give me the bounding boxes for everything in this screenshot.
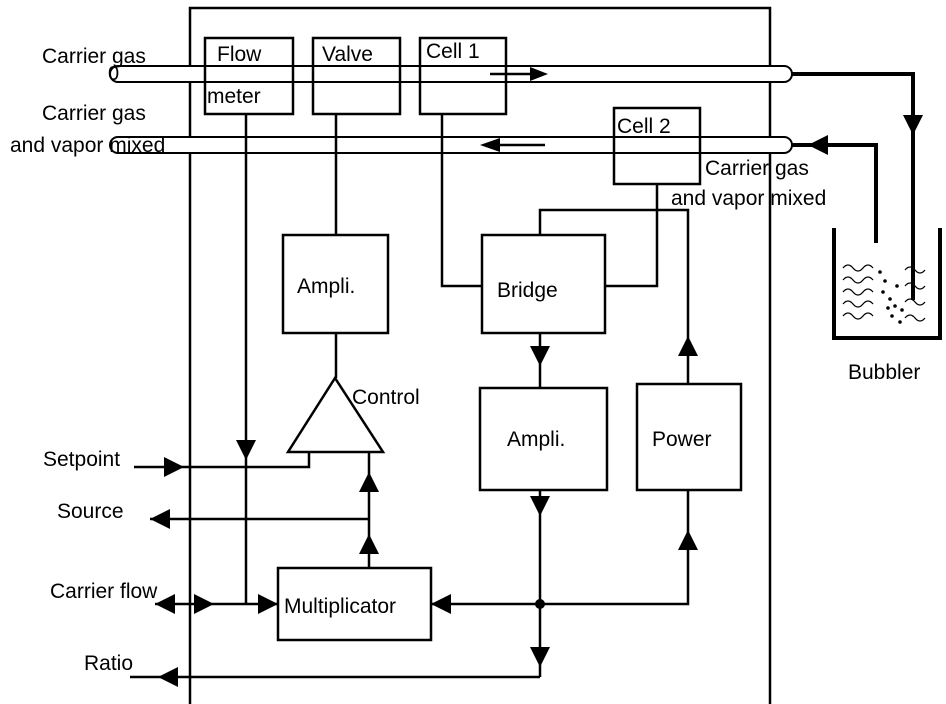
multiplicator-label: Multiplicator: [284, 595, 396, 618]
cell-2-box: [612, 106, 702, 186]
pipe-from-bubbler: [792, 135, 878, 243]
cell-1-box: [418, 36, 508, 116]
signal-wires: [130, 114, 690, 679]
power-label: Power: [652, 428, 712, 451]
pipe-to-bubbler: [792, 72, 923, 300]
setpoint-label: Setpoint: [43, 448, 120, 471]
mixed-left-line2-label: and vapor mixed: [10, 134, 165, 157]
bridge-box: [480, 233, 607, 335]
ampli-bottom-box: [478, 386, 609, 492]
valve-label: Valve: [322, 43, 373, 66]
ratio-label: Ratio: [84, 652, 133, 675]
mixed-right-line1-label: Carrier gas: [705, 157, 809, 180]
junction-dot: [535, 599, 545, 609]
control-label: Control: [352, 386, 420, 409]
cell-1-label: Cell 1: [426, 40, 480, 63]
flow-arrow-left: [480, 138, 545, 152]
ampli-top-label: Ampli.: [297, 275, 355, 298]
multiplicator-box: [276, 566, 433, 642]
ampli-top-box: [281, 233, 390, 335]
carrier-gas-zero-label: 0: [108, 63, 119, 85]
carrier-flow-label: Carrier flow: [50, 580, 158, 603]
ampli-bottom-label: Ampli.: [507, 428, 565, 451]
bubbler-vessel: [832, 228, 942, 340]
flow-meter-line1-label: Flow: [217, 43, 262, 66]
mixed-right-line2-label: and vapor mixed: [671, 187, 826, 210]
valve-box: [311, 36, 402, 116]
cell-2-label: Cell 2: [617, 115, 671, 138]
signal-arrowheads: [150, 336, 698, 687]
instrument-enclosure: [188, 6, 772, 704]
bridge-label: Bridge: [497, 279, 558, 302]
flow-arrow-right: [490, 67, 548, 81]
control-amplifier-triangle: [285, 375, 386, 454]
carrier-gas-in-label: Carrier gas: [42, 45, 146, 68]
source-label: Source: [57, 500, 124, 523]
mixed-left-line1-label: Carrier gas: [42, 102, 146, 125]
flow-meter-box: [203, 36, 295, 116]
flow-meter-line2-label: meter: [207, 85, 261, 108]
bubbler-label: Bubbler: [848, 361, 920, 384]
